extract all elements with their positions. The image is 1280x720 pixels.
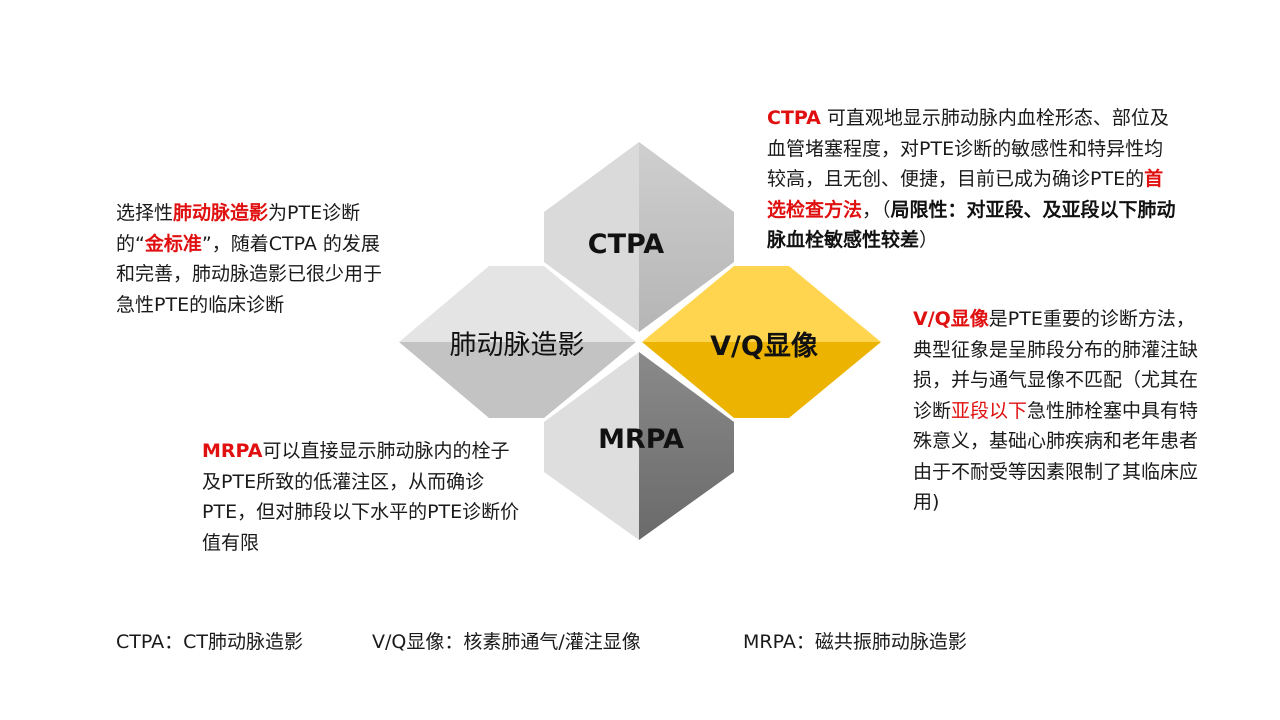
ctpa-description-text-1: 可直观地显示肺动脉内血栓形态、部位及血管堵塞程度，对PTE诊断的敏感性和特异性均… bbox=[767, 107, 1169, 190]
vq-description-text-1: 是PTE重要的诊断方法，典型征象是呈肺段分布的肺灌注缺损，并与通气显像不匹配（尤… bbox=[913, 308, 1199, 422]
hexagon-mrpa-label: MRPA bbox=[598, 424, 684, 455]
hexagon-angiography: 肺动脉造影 bbox=[399, 266, 636, 418]
legend-mrpa: MRPA：磁共振肺动脉造影 bbox=[743, 631, 967, 653]
vq-description-text-2: 急性肺栓塞中具有特殊意义，基础心肺疾病和老年患者由于不耐受等因素限制了其临床应用… bbox=[913, 399, 1199, 514]
vq-description: V/Q显像是PTE重要的诊断方法，典型征象是呈肺段分布的肺灌注缺损，并与通气显像… bbox=[913, 304, 1203, 518]
hexagon-vq: V/Q显像 bbox=[642, 266, 881, 418]
ctpa-description: CTPA 可直观地显示肺动脉内血栓形态、部位及血管堵塞程度，对PTE诊断的敏感性… bbox=[767, 103, 1177, 256]
ctpa-description-limitation: 局限性：对亚段、及亚段以下肺动脉血栓敏感性较差 bbox=[767, 198, 1176, 252]
angiography-description-text-3: ”，随着CTPA 的发展和完善，肺动脉造影已很少用于急性PTE的临床诊断 bbox=[116, 232, 383, 316]
legend-ctpa: CTPA：CT肺动脉造影 bbox=[116, 631, 303, 653]
vq-description-lead: V/Q显像 bbox=[913, 308, 989, 330]
hexagon-ctpa: CTPA bbox=[544, 142, 734, 332]
hexagon-vq-label: V/Q显像 bbox=[710, 331, 818, 362]
hexagon-ctpa-label: CTPA bbox=[588, 229, 665, 260]
mrpa-description-lead: MRPA bbox=[202, 440, 263, 462]
angiography-description-text-2: 为PTE诊断的“ bbox=[116, 202, 361, 255]
angiography-description-highlight-1: 肺动脉造影 bbox=[173, 202, 269, 224]
mrpa-description: MRPA可以直接显示肺动脉内的栓子及PTE所致的低灌注区，从而确诊PTE，但对肺… bbox=[202, 436, 522, 558]
ctpa-description-text-2: ，（ bbox=[862, 198, 891, 221]
angiography-description-highlight-2: 金标准 bbox=[144, 232, 202, 255]
mrpa-description-text: 可以直接显示肺动脉内的栓子及PTE所致的低灌注区，从而确诊PTE，但对肺段以下水… bbox=[202, 440, 520, 554]
ctpa-description-text-3: ） bbox=[919, 229, 939, 251]
vq-description-highlight: 亚段以下 bbox=[951, 399, 1028, 422]
ctpa-description-highlight: 首选检查方法 bbox=[767, 168, 1164, 221]
ctpa-description-lead: CTPA bbox=[767, 107, 821, 129]
angiography-description-text-1: 选择性 bbox=[116, 202, 174, 224]
hexagon-mrpa: MRPA bbox=[544, 352, 734, 540]
angiography-description: 选择性肺动脉造影为PTE诊断的“金标准”，随着CTPA 的发展和完善，肺动脉造影… bbox=[116, 198, 396, 320]
hexagon-angiography-label: 肺动脉造影 bbox=[450, 330, 585, 361]
legend-vq: V/Q显像：核素肺通气/灌注显像 bbox=[372, 631, 641, 653]
